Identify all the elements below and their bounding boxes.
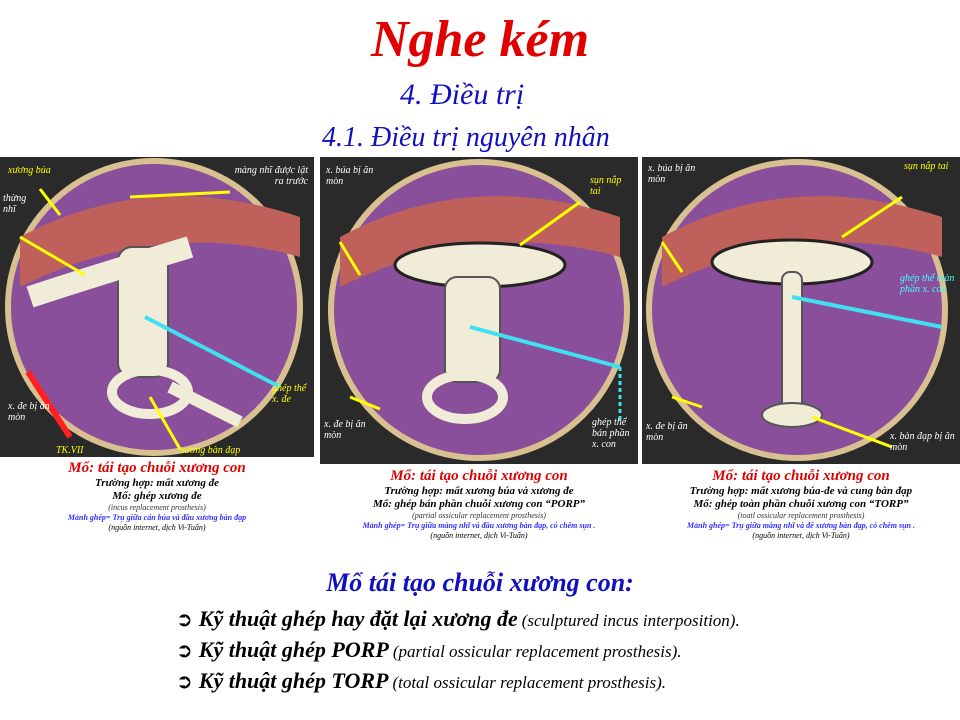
label-tragal-cartilage: sụn nắp tai [904, 161, 949, 172]
caption-panel-2: Mổ: tái tạo chuỗi xương con Trường hợp: … [320, 468, 638, 541]
caption-case: Trường hợp: mất xương búa-đe và cung bàn… [689, 485, 913, 497]
caption-source: (nguồn internet, dịch Vi-Tuấn) [108, 523, 206, 532]
caption-panel-3: Mổ: tái tạo chuỗi xương con Trường hợp: … [642, 468, 960, 541]
label-tragal-cartilage: sụn nắp tai [590, 175, 622, 197]
list-item: ➲Kỹ thuật ghép TORP (total ossicular rep… [176, 668, 740, 699]
caption-title: Mổ: tái tạo chuỗi xương con [390, 468, 568, 484]
caption-procedure: Mổ: ghép xương đe [112, 490, 202, 502]
caption-title: Mổ: tái tạo chuỗi xương con [712, 468, 890, 484]
technique-name: Kỹ thuật ghép TORP [198, 668, 389, 693]
circle-arrow-icon: ➲ [176, 669, 193, 693]
caption-english: (incus replacement prosthesis) [108, 503, 206, 512]
technique-note: (partial ossicular replacement prosthesi… [392, 642, 682, 661]
subsection-heading: 4.1. Điều trị nguyên nhân [322, 122, 610, 153]
label-facial-nerve: TK.VII [56, 445, 84, 456]
label-porp-graft: ghép thể bán phần x. con [592, 417, 630, 450]
label-chorda-tympani: thừng nhĩ [3, 193, 27, 215]
circle-arrow-icon: ➲ [176, 638, 193, 662]
label-malleus: xương búa [8, 165, 51, 176]
list-item: ➲Kỹ thuật ghép PORP (partial ossicular r… [176, 637, 740, 668]
caption-procedure: Mổ: ghép bán phần chuỗi xương con “PORP” [372, 498, 586, 510]
caption-english: (partial ossicular replacement prosthesi… [412, 511, 546, 520]
label-malleus-eroded: x. búa bị ăn mòn [648, 163, 696, 185]
label-stapes-eroded: x. bàn đạp bị ăn mòn [890, 431, 955, 453]
ossicle-illustration-1 [0, 157, 314, 457]
caption-english: (toatl ossicular replacement prosthesis) [737, 511, 865, 520]
technique-name: Kỹ thuật ghép PORP [198, 637, 389, 662]
caption-case: Trường hợp: mất xương đe [95, 477, 219, 489]
label-stapes: xương bàn đạp [180, 445, 241, 456]
caption-source: (nguồn internet, dịch Vi-Tuấn) [430, 531, 528, 540]
circle-arrow-icon: ➲ [176, 607, 193, 631]
label-incus-eroded: x. đe bị ăn mòn [8, 401, 50, 423]
technique-note: (total ossicular replacement prosthesis)… [392, 673, 666, 692]
caption-procedure: Mổ: ghép toàn phần chuỗi xương con “TORP… [693, 498, 909, 510]
illustration-panel-3: x. búa bị ăn mòn sụn nắp tai ghép thể to… [642, 157, 960, 464]
label-malleus-eroded: x. búa bị ăn mòn [326, 165, 374, 187]
label-incus-eroded: x. đe bị ăn mòn [646, 421, 688, 443]
technique-note: (sculptured incus interposition). [521, 611, 740, 630]
technique-name: Kỹ thuật ghép hay đặt lại xương đe [198, 606, 518, 631]
caption-panel-1: Mổ: tái tạo chuỗi xương con Trường hợp: … [0, 460, 314, 533]
label-eardrum-flap: màng nhĩ được lật ra trước [234, 165, 308, 187]
label-incus-eroded: x. đe bị ăn mòn [324, 419, 366, 441]
section-heading: 4. Điều trị [400, 78, 525, 111]
caption-source: (nguồn internet, dịch Vi-Tuấn) [752, 531, 850, 540]
caption-case: Trường hợp: mất xương búa và xương đe [384, 485, 574, 497]
caption-graft: Mảnh ghép= Trụ giữa màng nhĩ và đầu xươn… [362, 521, 596, 530]
list-item: ➲Kỹ thuật ghép hay đặt lại xương đe (scu… [176, 606, 740, 637]
ossicle-illustration-2 [320, 157, 638, 464]
caption-graft: Mảnh ghép= Trụ giữa màng nhĩ và đế xương… [687, 521, 915, 530]
label-torp-graft: ghép thể toàn phần x. con [900, 273, 955, 295]
ossicle-illustration-3 [642, 157, 960, 464]
technique-list: ➲Kỹ thuật ghép hay đặt lại xương đe (scu… [176, 606, 740, 699]
procedures-heading: Mổ tái tạo chuỗi xương con: [326, 568, 634, 597]
caption-title: Mổ: tái tạo chuỗi xương con [68, 460, 246, 476]
caption-graft: Mảnh ghép= Trụ giữa cán búa và đầu xương… [67, 513, 247, 522]
label-incus-graft: ghép thể x. đe [272, 383, 307, 405]
illustration-panel-2: x. búa bị ăn mòn sụn nắp tai x. đe bị ăn… [320, 157, 638, 464]
slide-title: Nghe kém [370, 11, 590, 68]
illustration-panel-1: xương búa thừng nhĩ màng nhĩ được lật ra… [0, 157, 314, 457]
